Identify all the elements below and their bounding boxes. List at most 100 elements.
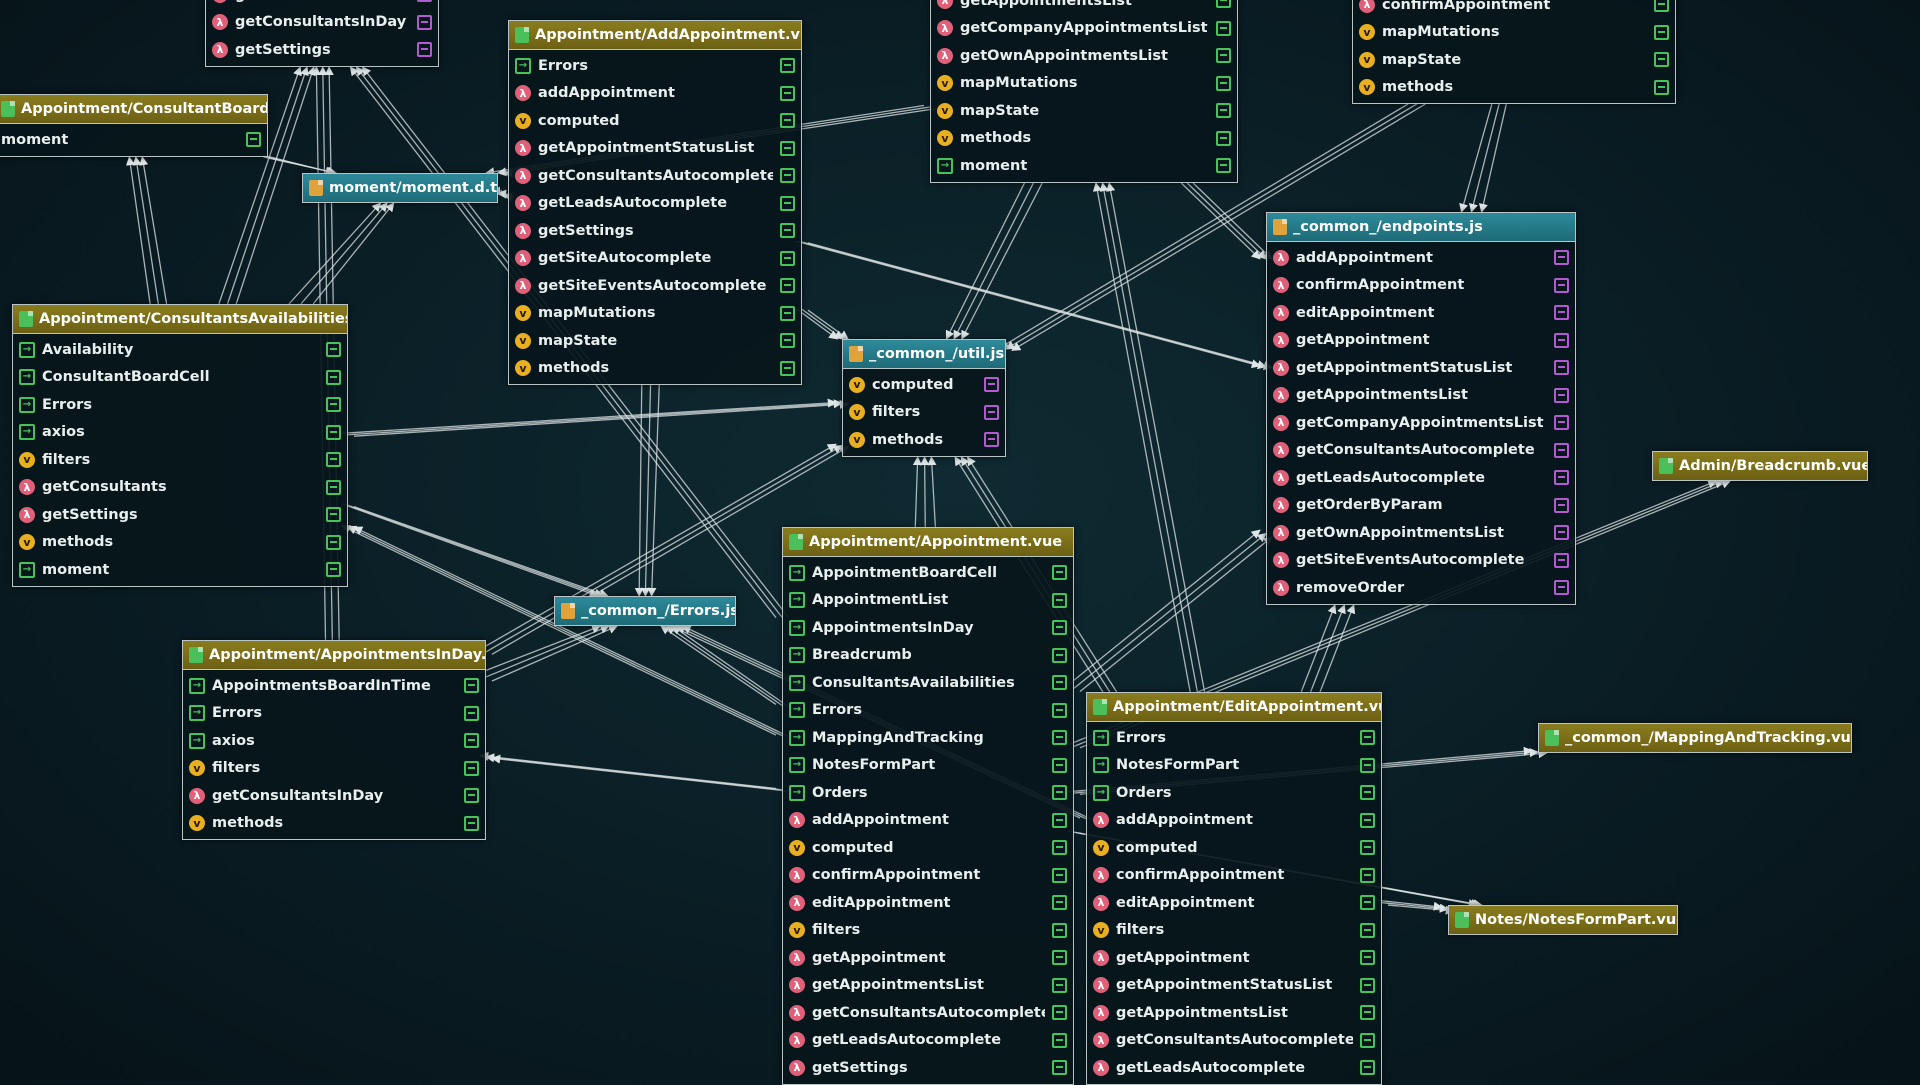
import-port-icon[interactable] xyxy=(246,132,261,147)
export-port-icon[interactable] xyxy=(1554,498,1569,513)
import-port-icon[interactable] xyxy=(1654,25,1669,40)
module-node-header[interactable]: Appointment/Appointment.vue xyxy=(783,528,1073,557)
member-row[interactable]: →axios xyxy=(13,419,347,447)
import-port-icon[interactable] xyxy=(1052,620,1067,635)
export-port-icon[interactable] xyxy=(1554,388,1569,403)
import-port-icon[interactable] xyxy=(1052,950,1067,965)
import-port-icon[interactable] xyxy=(326,425,341,440)
import-port-icon[interactable] xyxy=(1052,730,1067,745)
module-node-moment-dts[interactable]: moment/moment.d.ts xyxy=(302,173,498,203)
import-port-icon[interactable] xyxy=(1360,868,1375,883)
import-port-icon[interactable] xyxy=(1052,593,1067,608)
export-port-icon[interactable] xyxy=(1554,360,1569,375)
import-port-icon[interactable] xyxy=(780,251,795,266)
import-port-icon[interactable] xyxy=(780,113,795,128)
import-port-icon[interactable] xyxy=(1052,978,1067,993)
import-port-icon[interactable] xyxy=(780,223,795,238)
import-port-icon[interactable] xyxy=(464,678,479,693)
import-port-icon[interactable] xyxy=(1360,813,1375,828)
member-row[interactable]: →Orders xyxy=(1087,779,1381,807)
import-port-icon[interactable] xyxy=(326,480,341,495)
export-port-icon[interactable] xyxy=(1554,553,1569,568)
module-node-consultant-board-cell[interactable]: Appointment/ConsultantBoardCell.vuemomen… xyxy=(0,94,268,157)
import-port-icon[interactable] xyxy=(1216,103,1231,118)
member-row[interactable]: →AppointmentList xyxy=(783,587,1073,615)
import-port-icon[interactable] xyxy=(326,452,341,467)
member-row[interactable]: →MappingAndTracking xyxy=(783,724,1073,752)
import-port-icon[interactable] xyxy=(1654,52,1669,67)
module-node-errors-js[interactable]: _common_/Errors.js xyxy=(554,596,736,626)
import-port-icon[interactable] xyxy=(326,507,341,522)
import-port-icon[interactable] xyxy=(464,788,479,803)
module-node-appointment-vue[interactable]: Appointment/Appointment.vue→AppointmentB… xyxy=(782,527,1074,1085)
import-port-icon[interactable] xyxy=(464,706,479,721)
module-node-header[interactable]: _common_/util.js xyxy=(843,340,1005,369)
import-port-icon[interactable] xyxy=(326,342,341,357)
import-port-icon[interactable] xyxy=(1654,0,1669,12)
module-node-header[interactable]: moment/moment.d.ts xyxy=(303,174,497,202)
export-port-icon[interactable] xyxy=(417,0,432,2)
import-port-icon[interactable] xyxy=(1052,1005,1067,1020)
import-port-icon[interactable] xyxy=(1360,840,1375,855)
import-port-icon[interactable] xyxy=(1052,923,1067,938)
export-port-icon[interactable] xyxy=(1554,580,1569,595)
module-node-notes-form-part[interactable]: Notes/NotesFormPart.vue xyxy=(1448,905,1678,935)
import-port-icon[interactable] xyxy=(1360,978,1375,993)
module-node-header[interactable]: _common_/MappingAndTracking.vue xyxy=(1539,724,1851,752)
export-port-icon[interactable] xyxy=(984,405,999,420)
member-row[interactable]: →AppointmentsBoardInTime xyxy=(183,672,485,700)
export-port-icon[interactable] xyxy=(1554,278,1569,293)
member-row[interactable]: →Availability xyxy=(13,336,347,364)
import-port-icon[interactable] xyxy=(1360,758,1375,773)
member-row[interactable]: moment xyxy=(0,126,267,154)
import-port-icon[interactable] xyxy=(1216,76,1231,91)
export-port-icon[interactable] xyxy=(1554,333,1569,348)
import-port-icon[interactable] xyxy=(780,168,795,183)
member-row[interactable]: →NotesFormPart xyxy=(1087,752,1381,780)
member-row[interactable]: →Errors xyxy=(13,391,347,419)
import-port-icon[interactable] xyxy=(464,733,479,748)
import-port-icon[interactable] xyxy=(1052,868,1067,883)
import-port-icon[interactable] xyxy=(1654,80,1669,95)
